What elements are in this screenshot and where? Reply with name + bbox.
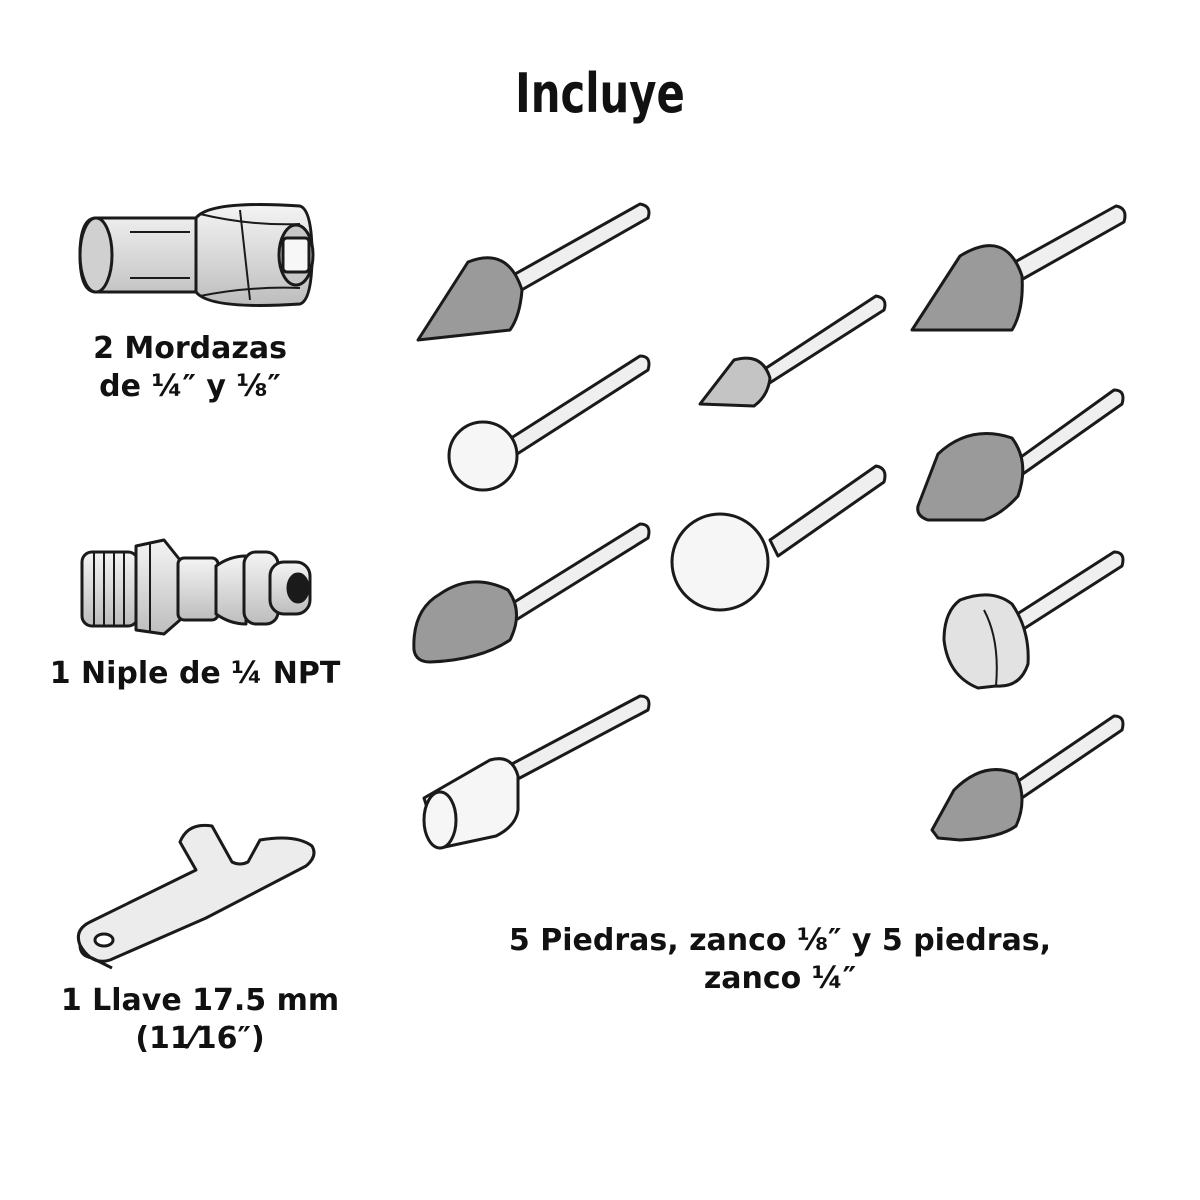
page-title: Incluye xyxy=(515,62,685,125)
nipple-icon xyxy=(80,538,312,636)
stones-caption-line1: 5 Piedras, zanco ⅛″ y 5 piedras, xyxy=(508,923,1052,958)
cone-stone-icon xyxy=(910,204,1127,332)
nipple-caption: 1 Niple de ¼ NPT xyxy=(30,655,360,693)
wrench-caption: 1 Llave 17.5 mm (11⁄16″) xyxy=(40,982,360,1058)
small-cone-stone-icon xyxy=(698,294,887,408)
collet-caption-line1: 2 Mordazas xyxy=(93,331,287,366)
ball-stone-icon xyxy=(447,354,651,492)
cylinder-stone-icon xyxy=(422,694,651,850)
nipple-caption-line1: 1 Niple de ¼ NPT xyxy=(49,656,341,691)
wrench-icon xyxy=(76,823,316,970)
wheel-stone-icon xyxy=(942,550,1125,690)
wrench-caption-line2: (11⁄16″) xyxy=(135,1021,265,1056)
stones-caption-line2: zanco ¼″ xyxy=(703,961,857,996)
wrench-caption-line1: 1 Llave 17.5 mm xyxy=(60,983,340,1018)
cone-stone-icon xyxy=(416,202,651,342)
collet-icon xyxy=(78,203,315,307)
bullet-stone-icon xyxy=(412,522,651,664)
collet-caption-line2: de ¼″ y ⅛″ xyxy=(99,369,281,404)
collet-caption: 2 Mordazas de ¼″ y ⅛″ xyxy=(40,330,340,406)
large-ball-stone-icon xyxy=(670,464,887,612)
small-cone-stone-icon xyxy=(930,714,1125,842)
blunt-cone-stone-icon xyxy=(916,388,1125,522)
stones-caption: 5 Piedras, zanco ⅛″ y 5 piedras, zanco ¼… xyxy=(480,922,1080,998)
